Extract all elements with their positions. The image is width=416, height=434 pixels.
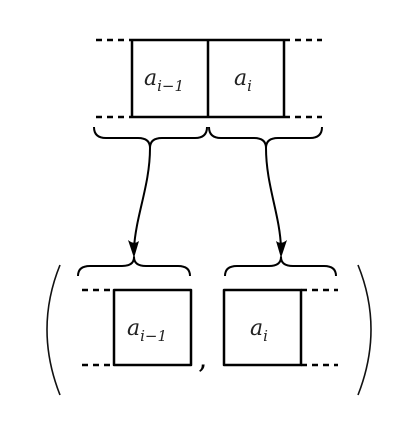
- top-cell-2-subscript: i: [247, 77, 252, 95]
- bottom-right-cell-base: a: [250, 316, 263, 341]
- bottom-left-segment: ai−1: [82, 288, 193, 367]
- top-left-brace: [93, 126, 208, 149]
- top-cell-1-base: a: [144, 66, 157, 91]
- left-arrow-shaft: [133, 147, 151, 249]
- left-parenthesis: [46, 264, 61, 396]
- bottom-left-brace: [77, 256, 191, 277]
- bottom-right-cell: [222, 288, 303, 367]
- bottom-left-cell: [112, 288, 193, 367]
- top-braces: [93, 126, 323, 149]
- bottom-right-segment: ai: [222, 288, 338, 367]
- top-right-brace: [208, 126, 323, 149]
- top-cell-2-label: ai: [234, 66, 252, 95]
- top-cell-1-label: ai−1: [144, 66, 184, 95]
- right-arrow-head: [276, 240, 287, 258]
- tuple-comma: ,: [198, 341, 208, 376]
- bottom-left-cell-subscript: i−1: [140, 327, 167, 345]
- bottom-right-cell-label: ai: [250, 316, 268, 345]
- arrows: [128, 147, 287, 258]
- tuple-parentheses: [46, 264, 372, 396]
- left-arrow-head: [128, 240, 139, 258]
- right-parenthesis: [357, 264, 372, 396]
- bottom-left-cell-base: a: [127, 316, 140, 341]
- bottom-right-brace: [224, 256, 337, 277]
- top-cell-1-subscript: i−1: [157, 77, 184, 95]
- top-cell-2-base: a: [234, 66, 247, 91]
- bottom-left-cell-label: ai−1: [127, 316, 167, 345]
- bottom-right-cell-subscript: i: [263, 327, 268, 345]
- top-array-segment: ai−1 ai: [96, 38, 322, 119]
- bottom-braces: [77, 256, 337, 277]
- right-arrow-shaft: [265, 147, 282, 249]
